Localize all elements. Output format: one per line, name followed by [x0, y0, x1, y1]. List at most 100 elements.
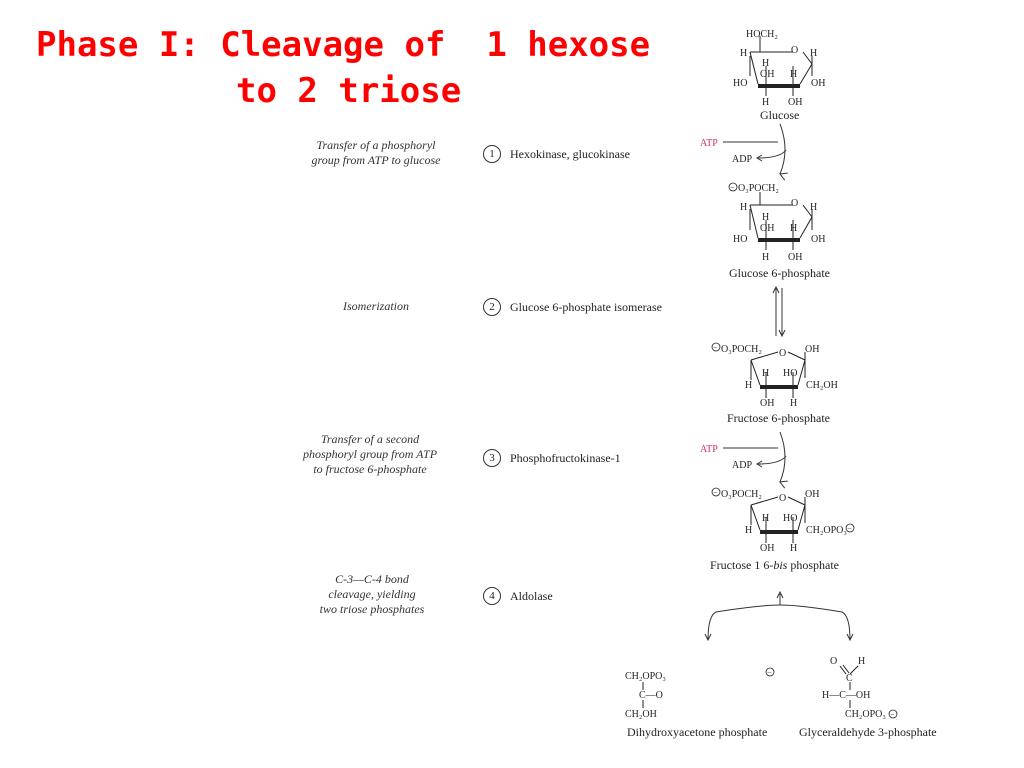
h-label: H — [810, 202, 817, 213]
ring-oxygen-label: O — [779, 493, 786, 504]
ho-label: HO — [783, 368, 797, 379]
equilibrium-arrow-2 — [772, 285, 786, 338]
ch2opo3-label: CH₂OPO₃ — [845, 709, 886, 720]
compound-fructose-6-phosphate: Fructose 6-phosphate — [727, 411, 830, 425]
oh-label: OH — [760, 543, 774, 554]
ch2oh-label: CH₂OH — [625, 709, 657, 720]
compound-glucose: Glucose — [760, 108, 800, 122]
adp-out-arrow-1 — [757, 149, 787, 159]
adp-label: ADP — [732, 460, 752, 471]
h-label: H — [762, 212, 769, 223]
ho-label: HO — [733, 234, 747, 245]
ch2opo3-label: CH₂OPO₃ — [806, 525, 847, 536]
o3poch2-label: O₃POCH₂ — [721, 489, 762, 500]
step-number-circle: 3 — [483, 449, 501, 467]
h-label: H — [810, 48, 817, 59]
step-2: 2 Glucose 6-phosphate isomerase — [483, 298, 662, 316]
oh-label: OH — [811, 234, 825, 245]
reaction-arrow-3 — [780, 431, 785, 482]
oh-label: OH — [788, 252, 802, 263]
glucose-6-phosphate-structure — [728, 182, 813, 250]
oh-label: OH — [805, 344, 819, 355]
ch2opo3-label: CH₂OPO₃ — [625, 671, 666, 682]
g3p-structure — [839, 664, 898, 719]
minus-sign: − — [713, 488, 718, 497]
step-3: 3 Phosphofructokinase-1 — [483, 449, 621, 467]
oh-label: OH — [760, 398, 774, 409]
compound-dhap: Dihydroxyacetone phosphate — [627, 725, 768, 739]
ho-label: HO — [783, 513, 797, 524]
o3poch2-label: O₃POCH₂ — [721, 344, 762, 355]
h-label: H — [762, 252, 769, 263]
step-number-circle: 2 — [483, 298, 501, 316]
h-label: H — [740, 202, 747, 213]
hcoh-label: H—C—OH — [822, 690, 870, 701]
ho-label: HO — [733, 78, 747, 89]
compound-name-part: Fructose 1 6- — [710, 558, 774, 572]
compound-fructose-1-6-bisphosphate: Fructose 1 6-bis phosphate — [710, 558, 839, 573]
oh-label: OH — [760, 69, 774, 80]
co-label: C—O — [639, 690, 663, 701]
fructose-1-6-bisphosphate-structure — [711, 487, 855, 543]
ring-oxygen-label: O — [791, 45, 798, 56]
adp-arrowhead-1 — [756, 154, 763, 162]
minus-sign: − — [890, 710, 895, 719]
compound-glucose-6-phosphate: Glucose 6-phosphate — [729, 266, 830, 280]
adp-label: ADP — [732, 154, 752, 165]
glucose-structure — [749, 36, 813, 96]
ch2oh-label: CH₂OH — [806, 380, 838, 391]
reaction-arrow-1 — [780, 123, 785, 174]
ring-oxygen-label: O — [779, 348, 786, 359]
h-label: H — [740, 48, 747, 59]
hoch2-label: HOCH₂ — [746, 29, 778, 40]
enzyme-hexokinase: Hexokinase, glucokinase — [510, 146, 630, 161]
step-2-description: Isomerization — [343, 299, 409, 313]
step-1: 1 Hexokinase, glucokinase — [483, 145, 630, 163]
c-label: C — [846, 673, 853, 684]
adp-out-arrow-3 — [757, 455, 787, 465]
enzyme-phosphofructokinase: Phosphofructokinase-1 — [510, 450, 621, 465]
h-label: H — [745, 380, 752, 391]
slide-title: Phase I: Cleavage of 1 hexose to 2 trios… — [36, 22, 656, 114]
dhap-structure — [642, 667, 775, 708]
h-label: H — [858, 656, 865, 667]
minus-sign: − — [730, 183, 735, 192]
title-line-1: Phase I: Cleavage of 1 hexose — [36, 25, 651, 65]
minus-sign: − — [847, 524, 852, 533]
minus-sign: − — [767, 668, 772, 677]
ring-oxygen-label: O — [791, 198, 798, 209]
oh-label: OH — [811, 78, 825, 89]
h-label: H — [745, 525, 752, 536]
o-label: O — [830, 656, 837, 667]
title-line-2: to 2 triose — [236, 71, 462, 111]
oh-label: OH — [805, 489, 819, 500]
oh-label: OH — [788, 97, 802, 108]
h-label: H — [790, 223, 797, 234]
enzyme-aldolase: Aldolase — [510, 588, 553, 603]
compound-name-italic: bis — [773, 558, 788, 572]
fructose-6-phosphate-structure — [711, 342, 806, 398]
h-label: H — [762, 58, 769, 69]
aldolase-split-arrows — [704, 590, 854, 642]
h-label: H — [762, 513, 769, 524]
h-label: H — [762, 368, 769, 379]
o3poch2-label: O₃POCH₂ — [738, 183, 779, 194]
h-label: H — [790, 69, 797, 80]
adp-arrowhead-3 — [756, 460, 763, 468]
atp-label: ATP — [700, 138, 718, 149]
compound-name-part: phosphate — [787, 558, 839, 572]
compound-g3p: Glyceraldehyde 3-phosphate — [799, 725, 937, 739]
step-number-circle: 1 — [483, 145, 501, 163]
step-number-circle: 4 — [483, 587, 501, 605]
minus-sign: − — [713, 343, 718, 352]
h-label: H — [762, 97, 769, 108]
h-label: H — [790, 398, 797, 409]
atp-label: ATP — [700, 444, 718, 455]
step-4: 4 Aldolase — [483, 587, 553, 605]
oh-label: OH — [760, 223, 774, 234]
h-label: H — [790, 543, 797, 554]
